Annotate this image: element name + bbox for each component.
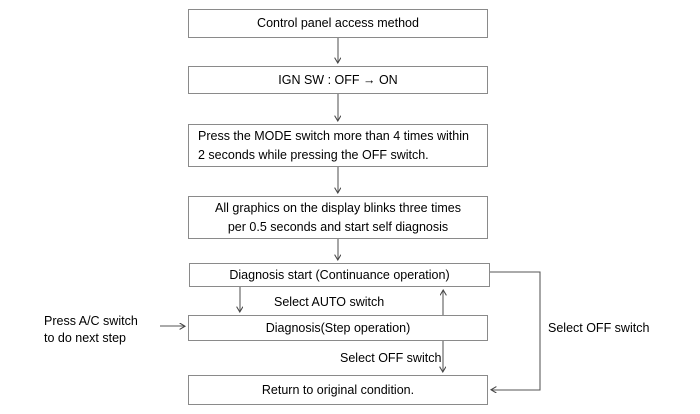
node-label: Press the MODE switch more than 4 times … — [198, 128, 469, 162]
node-label: All graphics on the display blinks three… — [215, 200, 461, 234]
note-press-ac-switch: Press A/C switch to do next step — [44, 314, 138, 345]
node-ign-sw[interactable]: IGN SW : OFF → ON — [188, 66, 488, 94]
node-diagnosis-start-continuance[interactable]: Diagnosis start (Continuance operation) — [189, 263, 490, 287]
edge-label-select-auto-switch: Select AUTO switch — [274, 295, 385, 309]
node-label: Diagnosis start (Continuance operation) — [229, 267, 450, 282]
node-label: Return to original condition. — [261, 382, 415, 397]
node-label: Diagnosis(Step operation) — [265, 320, 411, 335]
node-return-to-original-condition[interactable]: Return to original condition. — [188, 375, 488, 405]
node-label: Control panel access method — [257, 16, 419, 30]
edge-label-select-off-switch: Select OFF switch — [340, 351, 442, 365]
node-all-graphics-blink[interactable]: All graphics on the display blinks three… — [188, 196, 488, 239]
node-control-panel-access-method[interactable]: Control panel access method — [188, 9, 488, 38]
node-label: IGN SW : OFF → ON — [278, 72, 398, 87]
connector-n5-n7-loop — [490, 271, 541, 390]
node-press-mode-switch[interactable]: Press the MODE switch more than 4 times … — [188, 124, 488, 167]
node-diagnosis-step-operation[interactable]: Diagnosis(Step operation) — [188, 315, 488, 341]
edge-label-select-off-switch-loop: Select OFF switch — [548, 321, 650, 335]
